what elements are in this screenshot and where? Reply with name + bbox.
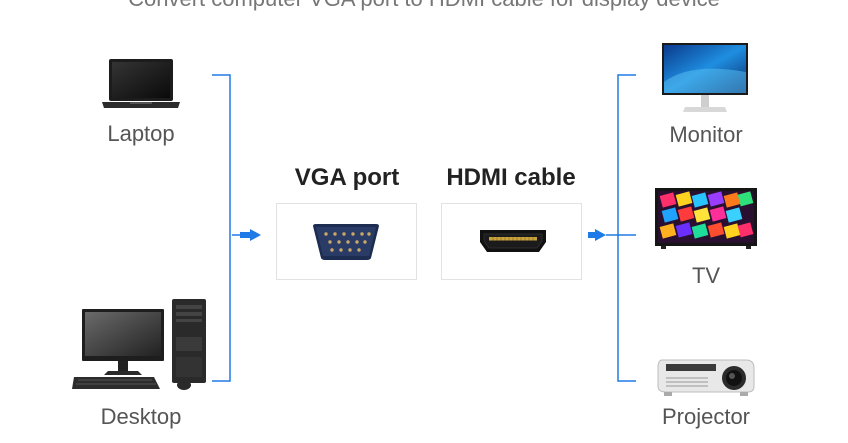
tv-icon bbox=[655, 188, 757, 250]
left-arrow-head bbox=[250, 229, 261, 241]
monitor-label: Monitor bbox=[669, 122, 743, 147]
vga-connector-icon bbox=[311, 223, 381, 261]
laptop-icon bbox=[100, 58, 182, 110]
tv-label: TV bbox=[691, 263, 721, 288]
projector-label: Projector bbox=[661, 404, 751, 429]
vga-port-card bbox=[276, 203, 417, 280]
projector-icon bbox=[656, 356, 760, 398]
right-bracket-line bbox=[617, 74, 636, 382]
monitor-icon bbox=[661, 42, 749, 114]
desktop-computer-icon bbox=[72, 297, 212, 393]
left-bracket-line bbox=[212, 74, 231, 382]
vga-port-title: VGA port bbox=[294, 164, 400, 191]
right-arrow-head bbox=[595, 229, 606, 241]
hdmi-connector-icon bbox=[479, 228, 547, 254]
laptop-label: Laptop bbox=[107, 121, 175, 146]
desktop-label: Desktop bbox=[100, 404, 182, 429]
header-text: Convert computer VGA port to HDMI cable … bbox=[0, 0, 848, 12]
hdmi-cable-title: HDMI cable bbox=[446, 164, 576, 191]
hdmi-cable-card bbox=[441, 203, 582, 280]
